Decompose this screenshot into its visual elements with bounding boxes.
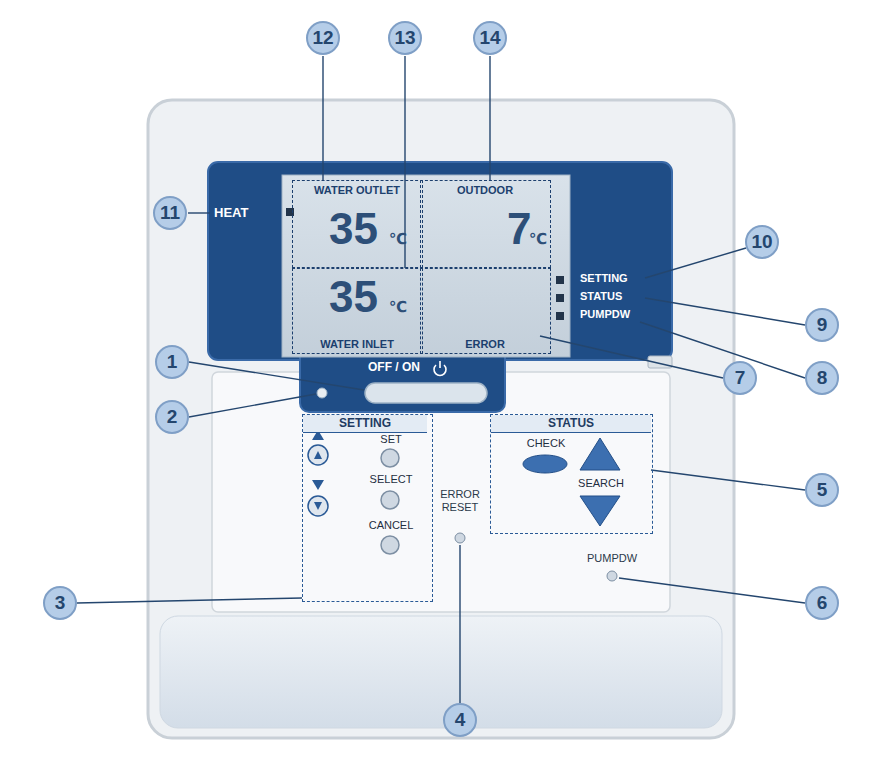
node-label: OUTDOOR (421, 184, 549, 196)
button-label: PUMPDW (582, 552, 642, 565)
reading-value: 35 (329, 207, 378, 251)
callout-number: 4 (443, 703, 477, 737)
callout-number: 7 (723, 361, 757, 395)
display-frame (208, 162, 672, 360)
power-button (365, 383, 487, 403)
mode-label: HEAT (214, 205, 248, 220)
down-button-mark (314, 502, 322, 510)
cancel-button (381, 536, 399, 554)
search-down-button (580, 496, 620, 526)
callout-number: 11 (153, 196, 187, 230)
node-label: SEARCH (561, 477, 641, 489)
indicator-label: SETTING (580, 272, 628, 284)
callout-number: 12 (306, 21, 340, 55)
lcd-zone: WATER OUTLET 35 ℃ (292, 180, 423, 268)
pumpdw-button (607, 571, 617, 581)
node-label: SET (351, 433, 431, 445)
pumpdw-indicator (556, 312, 564, 320)
button-label: OFF / ON (368, 360, 420, 374)
down-button (308, 496, 328, 516)
callout-number: 1 (155, 345, 189, 379)
unit-sign: ℃ (389, 231, 407, 248)
unit-sign: ℃ (389, 299, 407, 316)
controller-body (148, 100, 734, 738)
error-reset-button (455, 533, 465, 543)
callout-number: 10 (745, 225, 779, 259)
down-mark (312, 480, 324, 490)
lcd-zone: 35 ℃ WATER INLET (292, 268, 423, 354)
body-bottom (160, 616, 722, 728)
node-label: CANCEL (351, 519, 431, 531)
unit-sign: ℃ (529, 231, 547, 248)
up-button (308, 445, 328, 465)
setting-indicator (556, 276, 564, 284)
button-label: ERROR RESET (432, 488, 488, 513)
button-group: SETTINGSET SELECT CANCEL (302, 414, 433, 602)
node-label: SETTING (303, 415, 427, 433)
lcd-zone: OUTDOOR 7℃ (420, 180, 551, 268)
run-lamp (317, 388, 327, 398)
node-label: WATER INLET (293, 338, 421, 350)
indicator-label: PUMPDW (580, 308, 630, 320)
node-label: STATUS (491, 415, 651, 433)
callout-number: 2 (155, 400, 189, 434)
search-up-button (580, 438, 620, 470)
button-group: STATUS CHECK SEARCH (490, 414, 653, 534)
check-button (523, 455, 567, 473)
node-label: ERROR (421, 338, 549, 350)
callout-number: 3 (43, 586, 77, 620)
callout-number: 14 (473, 21, 507, 55)
power-symbol (434, 361, 446, 375)
indicator-label: STATUS (580, 290, 622, 302)
reading-value: 35 (329, 275, 378, 319)
select-button (381, 491, 399, 509)
callout-number: 13 (388, 21, 422, 55)
callout-number: 5 (805, 473, 839, 507)
set-button (381, 449, 399, 467)
up-button-mark (314, 451, 322, 459)
node-label: WATER OUTLET (293, 184, 421, 196)
callout-number: 9 (805, 308, 839, 342)
reading-value: 7 (507, 207, 531, 251)
callout-number: 8 (805, 361, 839, 395)
status-indicator (556, 294, 564, 302)
lcd-screen (282, 175, 570, 357)
leader-lines (77, 56, 805, 703)
callout-number: 6 (805, 586, 839, 620)
node-label: CHECK (506, 437, 586, 449)
lcd-zone: ERROR (420, 268, 551, 354)
node-label: SELECT (351, 473, 431, 485)
